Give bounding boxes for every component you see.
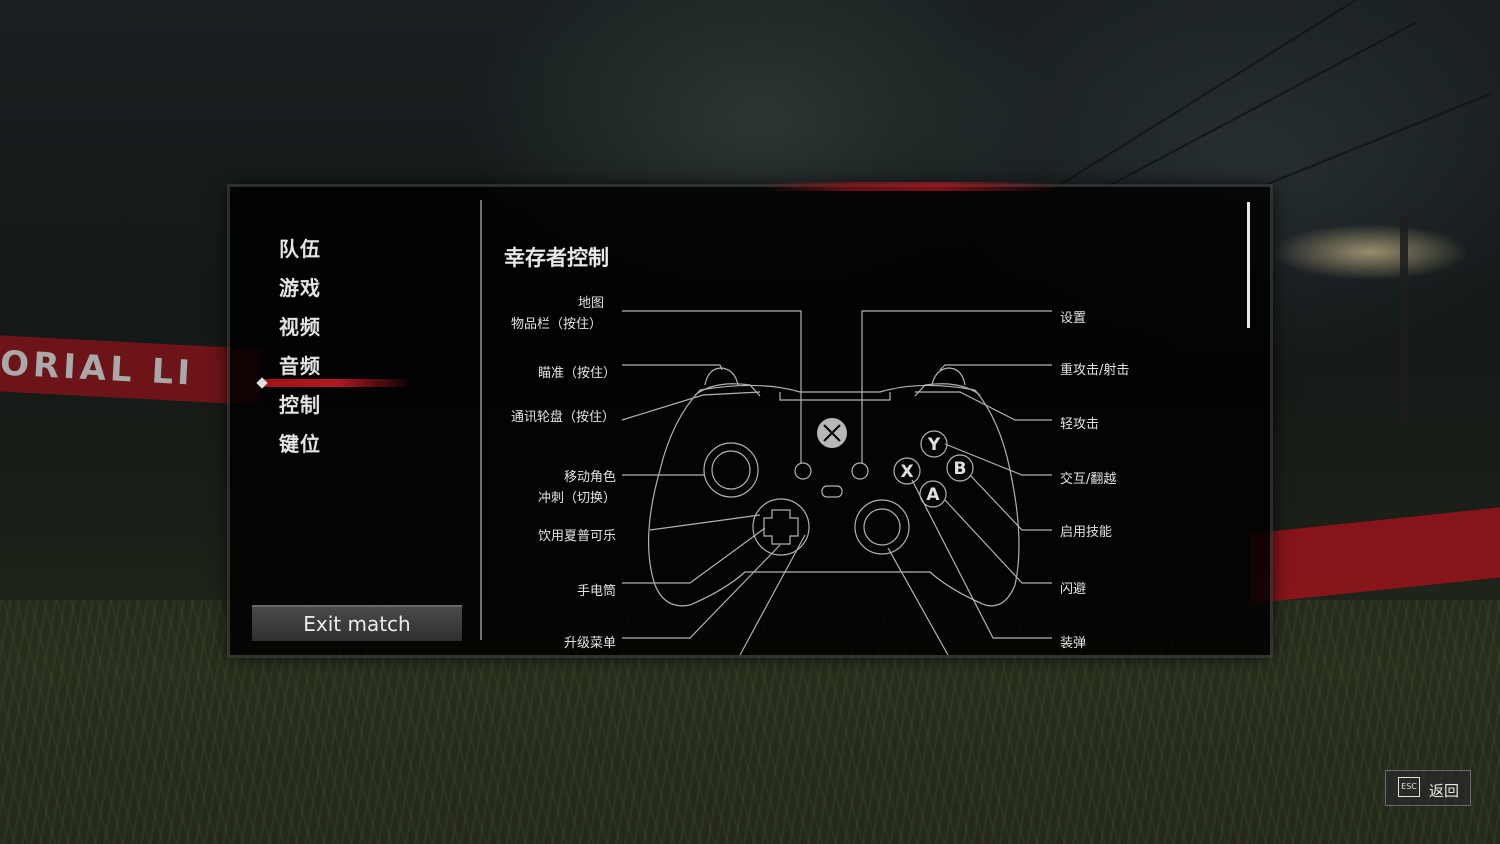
settings-menu-panel — [230, 187, 1270, 655]
label-use-ability: 启用技能 — [1060, 525, 1113, 540]
label-reload: 装弹 — [1060, 636, 1087, 651]
page-title: 幸存者控制 — [504, 246, 609, 270]
sidebar-divider — [480, 200, 482, 640]
label-comms-wheel: 通讯轮盘（按住） — [511, 410, 616, 425]
exit-match-label: Exit match — [303, 612, 411, 636]
label-dodge: 闪避 — [1060, 582, 1087, 597]
esc-key-icon: ESC — [1398, 777, 1420, 797]
sidebar-item-audio[interactable]: 音频 — [279, 354, 321, 378]
label-interact: 交互/翻越 — [1060, 472, 1117, 487]
label-inventory: 物品栏（按住） — [511, 317, 603, 332]
back-label: 返回 — [1429, 782, 1460, 800]
back-button[interactable] — [1385, 770, 1471, 806]
label-sprint: 冲刺（切换） — [538, 491, 617, 506]
exit-match-button[interactable]: Exit match — [252, 605, 462, 641]
label-aim: 瞄准（按住） — [538, 366, 617, 381]
sidebar-item-team[interactable]: 队伍 — [279, 237, 321, 261]
sidebar-item-keybinds[interactable]: 键位 — [279, 432, 321, 456]
label-light-attack: 轻攻击 — [1060, 417, 1100, 432]
label-move: 移动角色 — [564, 470, 617, 485]
label-map: 地图 — [578, 296, 605, 311]
label-drink-soda: 饮用夏普可乐 — [538, 529, 617, 544]
scrollbar[interactable] — [1247, 202, 1250, 328]
nav-selected-highlight — [262, 379, 412, 387]
sidebar-item-controls[interactable]: 控制 — [279, 393, 321, 417]
label-heavy-attack: 重攻击/射击 — [1060, 363, 1130, 378]
label-flashlight: 手电筒 — [577, 584, 617, 599]
sidebar-item-game[interactable]: 游戏 — [279, 276, 321, 300]
background-pole — [1400, 215, 1408, 425]
sidebar-item-video[interactable]: 视频 — [279, 315, 321, 339]
label-settings: 设置 — [1060, 311, 1087, 326]
panel-decoration-streak — [760, 182, 1060, 191]
label-upgrade-menu: 升级菜单 — [564, 636, 617, 651]
